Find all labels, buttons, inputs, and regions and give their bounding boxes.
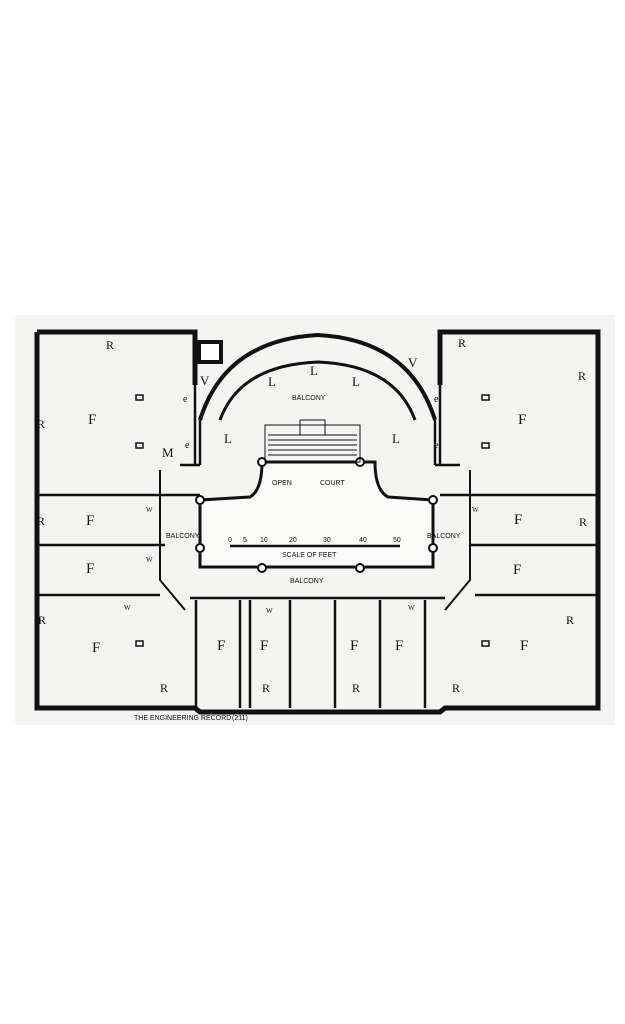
room-label: R — [106, 338, 114, 352]
wash-label: W — [124, 604, 131, 612]
room-label: R — [578, 369, 586, 383]
office-label: F — [92, 640, 100, 656]
elevator-label: e — [185, 440, 190, 451]
wash-label: W — [146, 556, 153, 564]
corridor-walls — [159, 470, 471, 611]
room-letter-labels: S V V L L L L L M e e e e W W W W W W — [124, 346, 479, 615]
office-label: F — [86, 513, 94, 529]
balcony-left-label: BALCONY — [166, 533, 200, 540]
scale-tick: 30 — [323, 537, 331, 544]
mail-label: M — [162, 445, 174, 460]
scale-tick: 50 — [393, 537, 401, 544]
court-columns — [195, 457, 438, 573]
scale-tick: 10 — [260, 537, 268, 544]
rotunda-outer — [198, 332, 437, 421]
scale-title: SCALE OF FEET — [282, 552, 337, 559]
vault-label: V — [200, 373, 210, 388]
balcony-bottom-label: BALCONY — [290, 578, 324, 585]
vault-label: V — [408, 355, 418, 370]
office-labels: F F F F F F F F F F F F — [86, 412, 528, 656]
room-label: R — [160, 681, 168, 695]
room-label: R — [37, 417, 45, 431]
scale-ticks: 0 5 10 20 30 40 50 — [228, 537, 401, 544]
scale-tick: 40 — [359, 537, 367, 544]
stair-box — [197, 340, 223, 364]
inner-walls — [37, 385, 598, 708]
lavatory-label: L — [392, 431, 400, 446]
office-label: F — [518, 412, 526, 428]
grand-stair — [264, 419, 361, 463]
lavatory-label: L — [352, 374, 360, 389]
court-label: COURT — [320, 480, 345, 487]
office-label: F — [350, 638, 358, 654]
wash-label: W — [408, 604, 415, 612]
office-label: F — [86, 561, 94, 577]
wash-label: W — [472, 506, 479, 514]
outer-wall — [34, 329, 601, 715]
office-label: F — [513, 562, 521, 578]
pier-markers — [135, 394, 490, 647]
room-label: R — [38, 613, 46, 627]
wash-label: W — [146, 506, 153, 514]
lavatory-label: L — [310, 363, 318, 378]
wash-label: W — [266, 607, 273, 615]
caption-number: (211) — [232, 715, 248, 722]
balcony-top-label: BALCONY — [292, 395, 326, 402]
office-label: F — [514, 512, 522, 528]
stair-label: S — [204, 346, 211, 361]
radiator-labels: R R R R R R R R R R R R — [37, 336, 587, 695]
office-label: F — [520, 638, 528, 654]
room-label: R — [452, 681, 460, 695]
elevator-label: e — [183, 394, 188, 405]
scale-tick: 0 — [228, 537, 232, 544]
balcony-right-label: BALCONY — [427, 533, 461, 540]
caption-publication: THE ENGINEERING RECORD — [134, 715, 231, 722]
scale-tick: 20 — [289, 537, 297, 544]
elevator-label: e — [434, 394, 439, 405]
room-label: R — [37, 514, 45, 528]
scale-tick: 5 — [243, 537, 247, 544]
elevator-label: e — [434, 440, 439, 451]
office-label: F — [395, 638, 403, 654]
office-label: F — [217, 638, 225, 654]
room-label: R — [458, 336, 466, 350]
lavatory-label: L — [268, 374, 276, 389]
lavatory-label: L — [224, 431, 232, 446]
room-label: R — [566, 613, 574, 627]
office-label: F — [88, 412, 96, 428]
room-label: R — [352, 681, 360, 695]
open-label: OPEN — [272, 480, 292, 487]
rotunda-inner — [218, 360, 417, 421]
room-label: R — [579, 515, 587, 529]
room-label: R — [262, 681, 270, 695]
open-court — [198, 460, 435, 569]
office-label: F — [260, 638, 268, 654]
